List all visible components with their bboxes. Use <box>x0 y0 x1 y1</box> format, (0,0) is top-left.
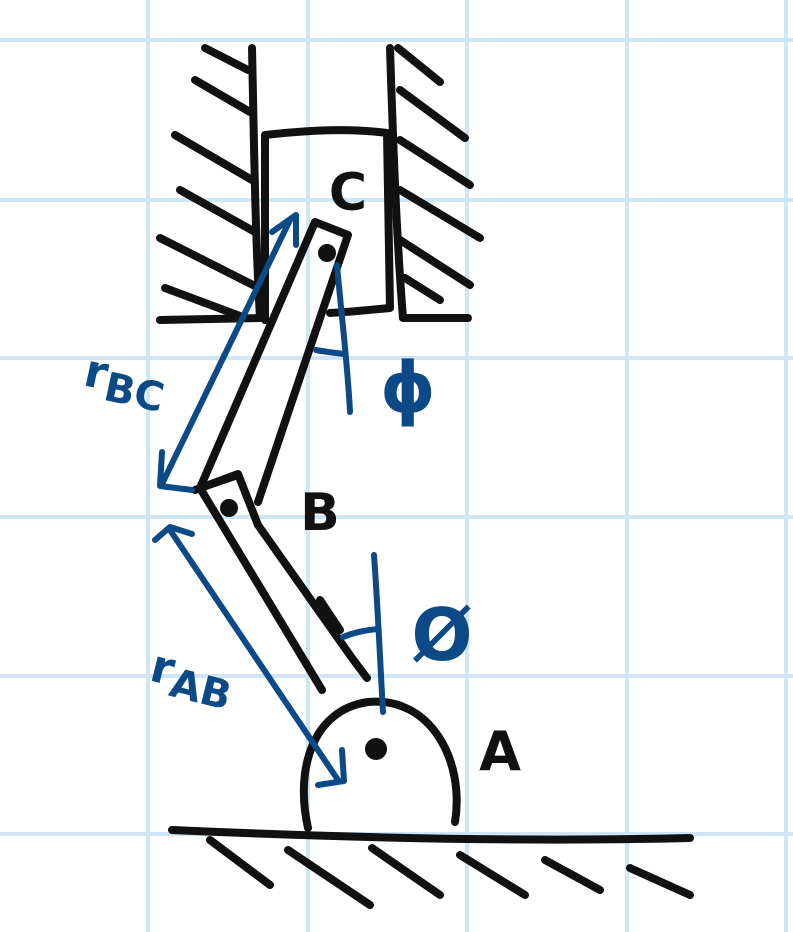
ground-hatching <box>206 836 694 909</box>
theta-reference-line <box>371 552 386 715</box>
rbc-arrowhead-top <box>269 212 299 248</box>
rbc-arrowhead-bottom <box>157 449 195 493</box>
label-a: A <box>479 720 521 783</box>
crank-hatch <box>316 596 344 634</box>
right-cylinder-wall <box>386 44 472 322</box>
wall-hatching <box>156 44 484 320</box>
phi-reference-line <box>334 262 353 415</box>
rab-dimension-line <box>167 527 341 783</box>
pin-b <box>220 499 238 517</box>
label-r-bc: rBC <box>78 343 172 422</box>
phi-angle-arc <box>313 347 347 357</box>
pin-joints <box>220 244 387 760</box>
theta-angle-arc <box>340 626 381 640</box>
rab-arrowhead-top <box>152 524 195 543</box>
pin-c <box>318 244 336 262</box>
piston <box>261 126 394 324</box>
label-c: C <box>329 163 367 223</box>
rab-arrowhead-bottom <box>315 747 347 788</box>
crank-ab <box>191 470 371 694</box>
label-theta: Ø <box>411 593 472 677</box>
label-r-ab: rAB <box>143 638 240 719</box>
rbc-dimension-line <box>159 217 293 487</box>
ground-line <box>168 826 694 844</box>
pin-a <box>365 738 387 760</box>
ground-pivot-a <box>299 697 461 832</box>
left-cylinder-wall <box>156 44 264 324</box>
label-b: B <box>300 483 340 543</box>
label-phi: ϕ <box>380 347 436 429</box>
